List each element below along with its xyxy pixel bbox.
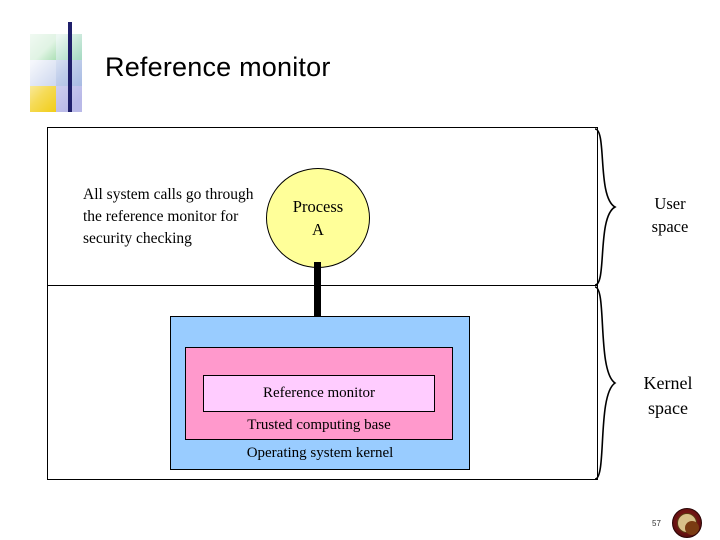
space-divider-line <box>47 285 598 286</box>
user-space-label-line2: space <box>651 217 689 236</box>
user-space-label-line1: User <box>654 194 686 213</box>
process-a-node: Process A <box>266 168 370 268</box>
syscall-arrow-shaft <box>314 262 321 338</box>
operating-system-kernel-label: Operating system kernel <box>246 445 394 461</box>
logo-fade-overlay <box>14 22 92 112</box>
process-a-line1: Process <box>292 197 344 216</box>
logo-vertical-bar <box>68 22 72 112</box>
seal-inner-ring <box>677 513 699 535</box>
user-space-label: User space <box>625 192 715 238</box>
trusted-computing-base-label: Trusted computing base <box>247 417 391 433</box>
page-title: Reference monitor <box>105 52 331 82</box>
corner-logo <box>14 22 92 112</box>
university-seal-icon <box>672 508 702 538</box>
reference-monitor-box: Reference monitor <box>203 375 435 412</box>
kernel-space-label-line2: space <box>648 398 688 418</box>
page-number: 57 <box>652 519 661 528</box>
kernel-space-label-line1: Kernel <box>643 373 693 393</box>
process-a-line2: A <box>312 220 324 239</box>
kernel-space-label: Kernel space <box>623 371 713 421</box>
seal-core <box>685 521 699 535</box>
explanation-text: All system calls go through the referenc… <box>83 186 254 247</box>
